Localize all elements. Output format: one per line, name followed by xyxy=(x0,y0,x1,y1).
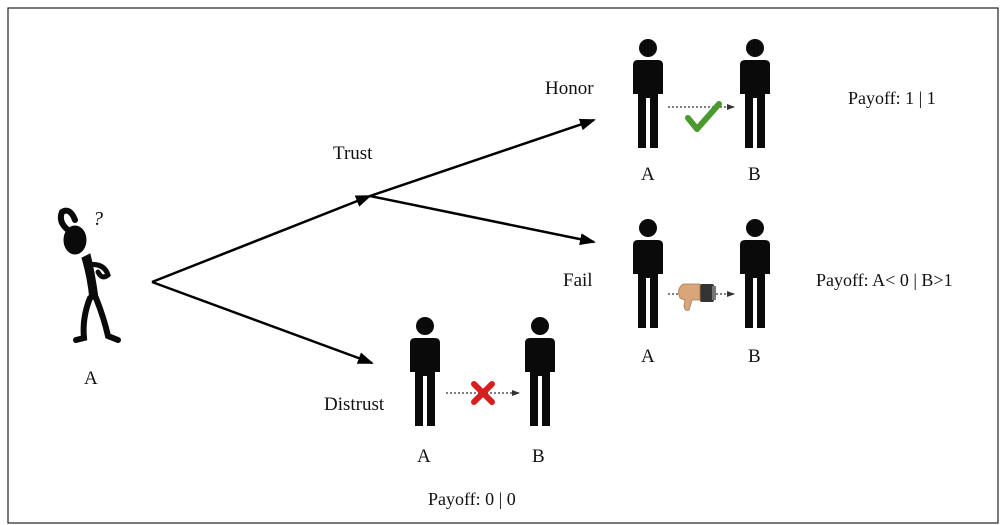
person-b-icon xyxy=(740,39,770,148)
person-b-icon xyxy=(740,219,770,328)
distrust-person-a-label: A xyxy=(417,446,431,467)
person-a-icon xyxy=(633,39,663,148)
person-b-icon xyxy=(525,317,555,426)
honor-outcome: A B Payoff: 1 | 1 xyxy=(633,39,936,185)
honor-label: Honor xyxy=(545,78,594,99)
thinking-stick-figure-icon xyxy=(57,207,121,343)
red-x-icon xyxy=(471,381,495,405)
trust-label: Trust xyxy=(333,143,373,164)
honor-person-a-label: A xyxy=(641,164,655,185)
fail-person-b-label: B xyxy=(748,346,761,367)
fail-person-a-label: A xyxy=(641,346,655,367)
diagram-frame xyxy=(7,7,999,524)
person-a-icon xyxy=(410,317,440,426)
distrust-branch-arrow xyxy=(151,280,374,365)
honor-branch-arrow xyxy=(369,118,596,198)
fail-branch-arrow xyxy=(369,194,596,246)
question-mark: ? xyxy=(93,208,103,230)
distrust-label: Distrust xyxy=(324,394,385,415)
distrust-outcome: A B Payoff: 0 | 0 xyxy=(410,317,555,509)
fail-payoff: Payoff: A< 0 | B>1 xyxy=(816,270,953,290)
trust-branch-arrow xyxy=(151,194,372,284)
decision-maker-label: A xyxy=(84,368,98,389)
green-checkmark-icon xyxy=(685,101,722,132)
person-a-icon xyxy=(633,219,663,328)
distrust-person-b-label: B xyxy=(532,446,545,467)
honor-person-b-label: B xyxy=(748,164,761,185)
thumbs-down-icon xyxy=(678,283,716,311)
honor-payoff: Payoff: 1 | 1 xyxy=(848,88,936,108)
fail-label: Fail xyxy=(563,270,593,291)
fail-outcome: A B Payoff: A< 0 | B>1 xyxy=(633,219,953,367)
distrust-payoff: Payoff: 0 | 0 xyxy=(428,489,516,509)
